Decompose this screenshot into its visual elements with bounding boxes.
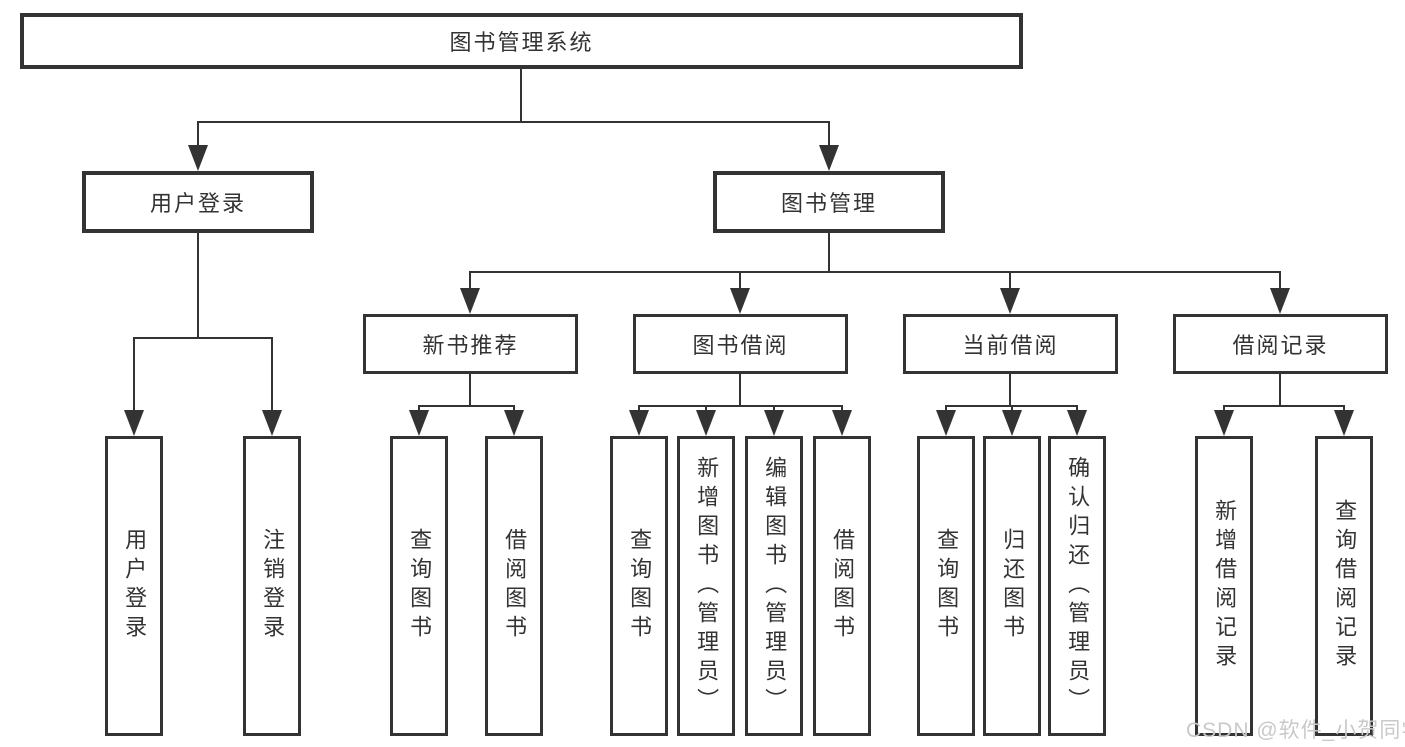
leaf-query-books-current: 查询图书 — [917, 436, 975, 736]
leaf-label: 确认归还（管理员） — [1065, 455, 1091, 717]
connector-line — [739, 374, 741, 407]
node-library-management-system: 图书管理系统 — [20, 13, 1023, 69]
arrow-down-icon — [1067, 410, 1087, 436]
leaf-edit-book-admin: 编辑图书（管理员） — [745, 436, 803, 736]
arrow-down-icon — [936, 410, 956, 436]
connector-line — [638, 405, 843, 407]
arrow-down-icon — [1000, 288, 1020, 314]
arrow-down-icon — [262, 410, 282, 436]
connector-line — [1279, 271, 1281, 290]
connector-line — [1011, 405, 1013, 413]
node-book-management: 图书管理 — [713, 171, 945, 233]
leaf-label: 查询图书 — [407, 528, 433, 644]
connector-line — [197, 121, 199, 147]
leaf-label: 注销登录 — [260, 528, 286, 644]
node-label: 当前借阅 — [962, 333, 1059, 358]
connector-line — [197, 121, 830, 123]
connector-line — [469, 374, 471, 407]
arrow-down-icon — [730, 288, 750, 314]
leaf-label: 借阅图书 — [830, 528, 856, 644]
leaf-label: 借阅图书 — [502, 528, 528, 644]
connector-line — [841, 405, 843, 413]
leaf-logout: 注销登录 — [243, 436, 301, 736]
node-current-borrowing: 当前借阅 — [903, 314, 1118, 374]
node-label: 图书管理系统 — [449, 30, 594, 55]
leaf-label: 归还图书 — [1000, 528, 1026, 644]
arrow-down-icon — [1334, 410, 1354, 436]
leaf-add-borrow-record: 新增借阅记录 — [1195, 436, 1253, 736]
connector-line — [133, 337, 273, 339]
connector-line — [1009, 374, 1011, 407]
connector-line — [469, 271, 471, 290]
connector-line — [773, 405, 775, 413]
arrow-down-icon — [1214, 410, 1234, 436]
leaf-borrow-books-recommend: 借阅图书 — [485, 436, 543, 736]
connector-line — [828, 121, 830, 147]
leaf-label: 查询图书 — [934, 528, 960, 644]
leaf-label: 查询图书 — [627, 528, 653, 644]
arrow-down-icon — [696, 410, 716, 436]
node-label: 用户登录 — [149, 191, 246, 216]
leaf-query-books-borrowing: 查询图书 — [610, 436, 668, 736]
node-user-login: 用户登录 — [82, 171, 314, 233]
connector-line — [828, 233, 830, 273]
leaf-label: 新增借阅记录 — [1212, 499, 1238, 673]
connector-line — [418, 405, 420, 413]
arrow-down-icon — [1270, 288, 1290, 314]
node-new-book-recommend: 新书推荐 — [363, 314, 578, 374]
connector-line — [520, 69, 522, 123]
connector-line — [418, 405, 515, 407]
node-label: 图书借阅 — [692, 333, 789, 358]
connector-line — [1076, 405, 1078, 413]
arrow-down-icon — [460, 288, 480, 314]
arrow-down-icon — [409, 410, 429, 436]
leaf-label: 新增图书（管理员） — [694, 455, 720, 717]
leaf-add-book-admin: 新增图书（管理员） — [677, 436, 735, 736]
connector-line — [271, 337, 273, 413]
node-label: 新书推荐 — [422, 333, 519, 358]
connector-line — [1343, 405, 1345, 413]
connector-line — [133, 337, 135, 413]
leaf-label: 用户登录 — [122, 528, 148, 644]
leaf-confirm-return-admin: 确认归还（管理员） — [1048, 436, 1106, 736]
arrow-down-icon — [1002, 410, 1022, 436]
connector-line — [469, 271, 1281, 273]
arrow-down-icon — [124, 410, 144, 436]
connector-line — [739, 271, 741, 290]
node-borrowing-records: 借阅记录 — [1173, 314, 1388, 374]
leaf-query-borrow-record: 查询借阅记录 — [1315, 436, 1373, 736]
node-book-borrowing: 图书借阅 — [633, 314, 848, 374]
connector-line — [638, 405, 640, 413]
leaf-label: 编辑图书（管理员） — [762, 455, 788, 717]
leaf-user-login: 用户登录 — [105, 436, 163, 736]
leaf-borrow-books-borrowing: 借阅图书 — [813, 436, 871, 736]
connector-line — [197, 233, 199, 339]
node-label: 图书管理 — [780, 191, 877, 216]
arrow-down-icon — [819, 145, 839, 171]
connector-line — [705, 405, 707, 413]
leaf-return-book: 归还图书 — [983, 436, 1041, 736]
arrow-down-icon — [188, 145, 208, 171]
node-label: 借阅记录 — [1232, 333, 1329, 358]
connector-line — [1279, 374, 1281, 407]
connector-line — [1223, 405, 1345, 407]
watermark: CSDN @软件_小贺同学 — [1186, 719, 1405, 742]
arrow-down-icon — [764, 410, 784, 436]
connector-line — [1009, 271, 1011, 290]
arrow-down-icon — [504, 410, 524, 436]
connector-line — [513, 405, 515, 413]
connector-line — [945, 405, 947, 413]
arrow-down-icon — [832, 410, 852, 436]
arrow-down-icon — [629, 410, 649, 436]
connector-line — [1223, 405, 1225, 413]
leaf-label: 查询借阅记录 — [1332, 499, 1358, 673]
leaf-query-books-recommend: 查询图书 — [390, 436, 448, 736]
